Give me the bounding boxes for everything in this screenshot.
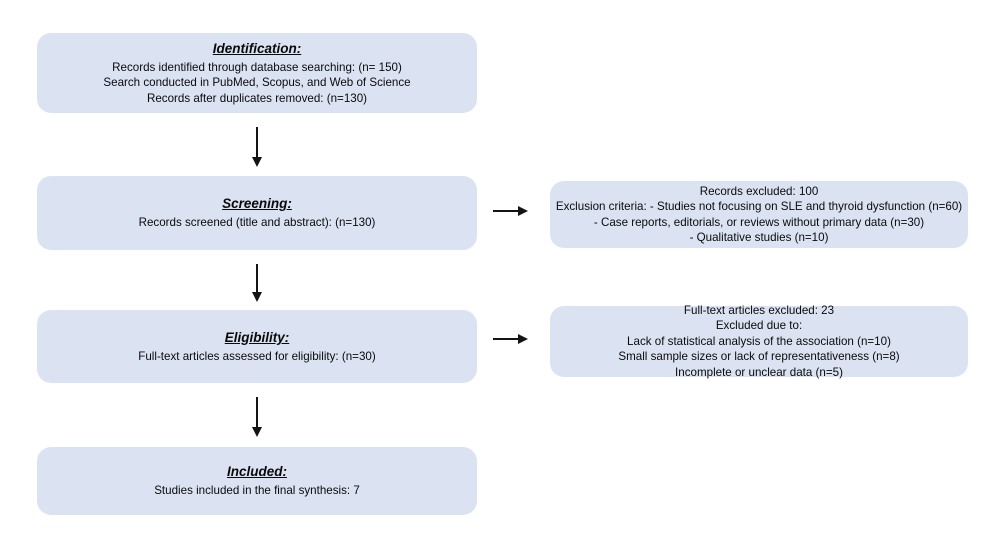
arrow-screening-to-excluded — [493, 210, 519, 212]
stage-heading-included: Included: — [227, 464, 287, 480]
stage-line: Records identified through database sear… — [112, 60, 402, 74]
exclusion-box-eligibility: Full-text articles excluded: 23 Excluded… — [550, 303, 968, 379]
exclusion-line: Exclusion criteria: - Studies not focusi… — [555, 200, 963, 213]
stage-line: Records screened (title and abstract): (… — [138, 216, 376, 230]
stage-heading-eligibility: Eligibility: — [224, 329, 290, 345]
arrow-eligibility-to-included — [256, 397, 258, 428]
exclusion-line: Incomplete or unclear data (n=5) — [675, 365, 843, 379]
exclusion-box-screening: Records excluded: 100 Exclusion criteria… — [550, 181, 968, 248]
stage-line: Studies included in the final synthesis:… — [154, 484, 360, 498]
stage-box-included: Included: Studies included in the final … — [37, 447, 477, 515]
stage-heading-identification: Identification: — [212, 40, 302, 56]
arrow-identification-to-screening — [256, 127, 258, 158]
arrow-eligibility-to-excluded — [493, 338, 519, 340]
exclusion-line: Excluded due to: — [715, 319, 803, 333]
stage-line: Full-text articles assessed for eligibil… — [138, 349, 376, 363]
arrow-screening-to-eligibility — [256, 264, 258, 293]
stage-heading-screening: Screening: — [222, 196, 292, 212]
stage-box-identification: Identification: Records identified throu… — [37, 33, 477, 113]
exclusion-line: Small sample sizes or lack of representa… — [618, 350, 900, 364]
stage-box-eligibility: Eligibility: Full-text articles assessed… — [37, 310, 477, 383]
exclusion-line: Full-text articles excluded: 23 — [683, 303, 835, 317]
stage-line: Search conducted in PubMed, Scopus, and … — [103, 76, 411, 90]
stage-box-screening: Screening: Records screened (title and a… — [37, 176, 477, 250]
exclusion-line: Lack of statistical analysis of the asso… — [627, 334, 891, 348]
exclusion-line: - Qualitative studies (n=10) — [689, 231, 829, 244]
exclusion-line: - Case reports, editorials, or reviews w… — [593, 215, 925, 229]
stage-line: Records after duplicates removed: (n=130… — [146, 91, 368, 105]
exclusion-line: Records excluded: 100 — [699, 184, 819, 198]
